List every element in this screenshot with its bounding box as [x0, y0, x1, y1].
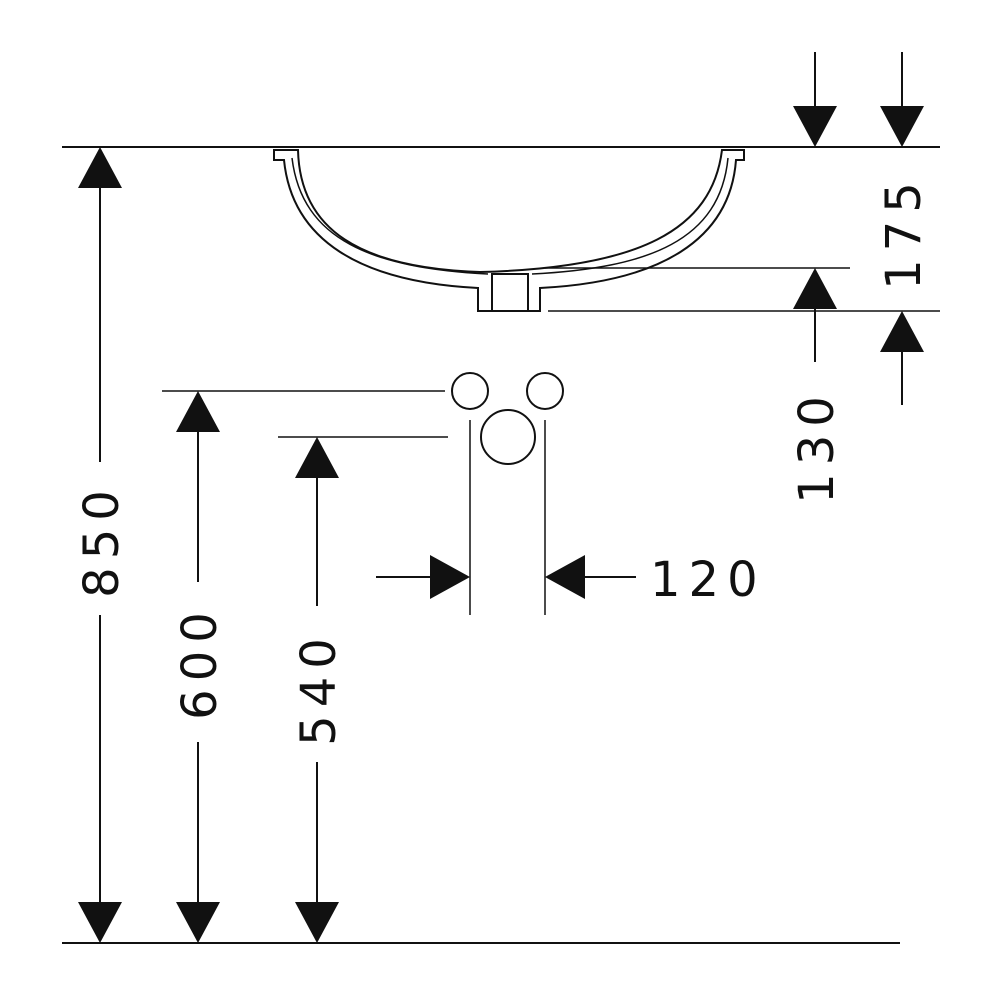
dim-540-label: 540: [291, 630, 347, 746]
dim-850-label: 850: [74, 482, 130, 598]
dim-600-label: 600: [172, 604, 228, 720]
dimension-540: 540: [291, 437, 347, 943]
dimension-120: 120: [376, 552, 766, 608]
dim-130-label: 130: [789, 388, 845, 504]
dimension-600: 600: [172, 391, 228, 943]
drain-outlet: [491, 273, 529, 312]
dim-120-label: 120: [650, 552, 766, 608]
dimension-850: 850: [74, 147, 130, 943]
basin: [273, 149, 745, 312]
valve-right-circle: [526, 372, 564, 410]
basin-inner-line: [291, 157, 489, 275]
spout-circle: [480, 409, 536, 465]
dimension-175: 175: [876, 52, 932, 405]
valve-left-circle: [451, 372, 489, 410]
basin-inner-line-right: [531, 157, 729, 275]
dimension-130: 130: [789, 52, 845, 504]
dim-175-label: 175: [876, 174, 932, 290]
